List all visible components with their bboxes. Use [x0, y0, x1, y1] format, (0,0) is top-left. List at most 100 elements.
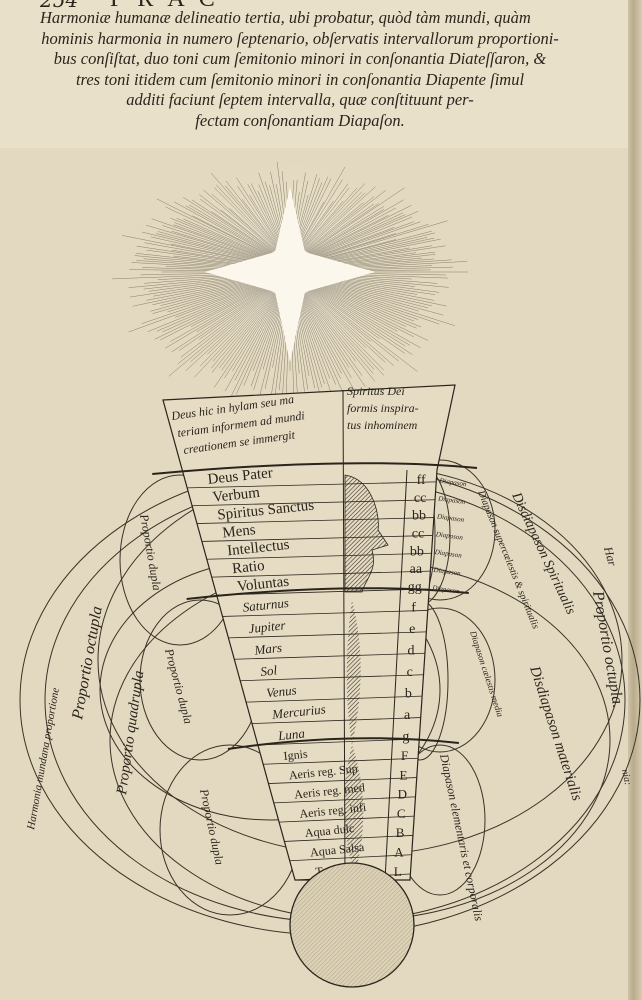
row-note: a	[404, 708, 411, 723]
sun-ray	[157, 231, 265, 262]
sun-ray	[309, 289, 400, 362]
sun-ray	[310, 205, 412, 256]
sun-ray	[315, 281, 455, 326]
sun-ray	[296, 176, 329, 248]
sun-ray	[170, 286, 268, 342]
sun-ray	[297, 201, 325, 248]
sun-ray	[162, 284, 266, 333]
row-note: g	[402, 729, 409, 744]
sun-ray	[229, 208, 276, 251]
sun-ray	[305, 292, 375, 370]
sun-ray	[171, 288, 269, 353]
band-divider	[152, 462, 478, 475]
sun-ray	[225, 185, 279, 250]
sun-ray	[300, 294, 362, 403]
sun-ray	[314, 284, 407, 327]
sun-rays	[112, 152, 468, 415]
sun-ray	[221, 209, 275, 252]
sun-ray	[160, 285, 267, 341]
row-label: Verbum	[212, 485, 261, 506]
sun-ray	[306, 292, 385, 376]
sun-ray	[216, 184, 278, 250]
sun-ray	[226, 295, 281, 406]
sun-ray	[309, 199, 404, 255]
sun-ray	[234, 295, 280, 381]
sun-ray	[165, 206, 269, 256]
label-disdiapason-materialis: Disdiapason materialis	[526, 663, 585, 803]
row-label: Deus Pater	[207, 465, 274, 488]
sun-ray	[189, 204, 272, 254]
label-proportio-octupla-left: Proportio octupla	[69, 605, 106, 722]
row-line	[201, 535, 433, 542]
sun-ray	[211, 193, 276, 251]
sun-ray	[300, 187, 350, 250]
sun-ray	[316, 278, 432, 307]
row-label: Venus	[266, 682, 298, 700]
sun-ray	[315, 230, 432, 262]
label-proportio-quadrupla: Proportio quadrupla	[114, 670, 147, 797]
sun-ray	[316, 237, 435, 264]
sun-ray	[296, 296, 325, 385]
sun-ray	[311, 212, 404, 256]
sun-ray	[152, 280, 264, 314]
row-note: B	[396, 825, 405, 840]
sun-ray	[176, 218, 268, 257]
sun-ray	[310, 215, 389, 256]
sun-ray	[241, 198, 280, 249]
top-right-text: formis inspira-	[347, 401, 419, 415]
sun-ray	[122, 235, 264, 264]
sun-ray	[307, 291, 367, 348]
sun-ray	[190, 290, 272, 363]
sun-ray	[253, 296, 284, 391]
sun-ray	[199, 291, 274, 367]
sun-ray	[313, 285, 414, 338]
row-note: bb	[410, 544, 424, 559]
sun-ray	[302, 294, 350, 368]
row-line	[187, 481, 436, 489]
sun-ray	[297, 296, 330, 379]
sun-ray	[210, 172, 278, 250]
sun-ray	[156, 198, 270, 256]
sun-ray	[306, 291, 384, 371]
row-label: Ratio	[231, 558, 265, 577]
sun-ray	[314, 284, 417, 329]
sun-ray	[307, 203, 379, 253]
page-gutter	[628, 0, 642, 1000]
sun-ray	[306, 203, 374, 253]
row-line	[273, 796, 416, 804]
sun-ray	[147, 283, 266, 332]
sun-ray	[308, 290, 371, 342]
sun-ray	[316, 238, 441, 264]
sun-ray	[219, 293, 277, 369]
row-label: Aqua Salsa	[309, 840, 365, 860]
sun-ray	[312, 211, 419, 257]
row-label: Mars	[253, 640, 283, 658]
row-note: L	[394, 864, 402, 879]
diapason-label: Diapason	[431, 584, 461, 596]
caption-line: bus conſiſtat, duo toni cum ſemitonio mi…	[53, 49, 547, 68]
sun-ray	[224, 294, 278, 379]
sun-ray	[185, 205, 271, 255]
row-note: bb	[412, 509, 426, 524]
row-line	[196, 517, 434, 524]
sun-ray	[302, 187, 358, 250]
row-note: cc	[412, 527, 424, 542]
sun-ray	[154, 285, 267, 340]
body-figure	[344, 745, 364, 872]
sun-ray	[299, 200, 334, 249]
sun-ray	[225, 180, 280, 250]
sun-ray	[297, 296, 334, 398]
caption-line: Harmoniæ humanæ delineatio tertia, ubi p…	[40, 8, 531, 27]
sun-ray	[314, 224, 429, 260]
diapason-label: Diapason	[434, 530, 464, 542]
row-line	[240, 674, 424, 682]
sun-ray	[316, 279, 429, 309]
sun-ray	[303, 293, 356, 362]
label-proportio-dupla: Proportio dupla	[162, 646, 196, 725]
sun-ray	[305, 292, 374, 374]
sun-ray	[315, 282, 419, 320]
row-label: Jupiter	[248, 617, 287, 636]
row-note: c	[407, 665, 413, 680]
row-note: f	[411, 601, 416, 616]
